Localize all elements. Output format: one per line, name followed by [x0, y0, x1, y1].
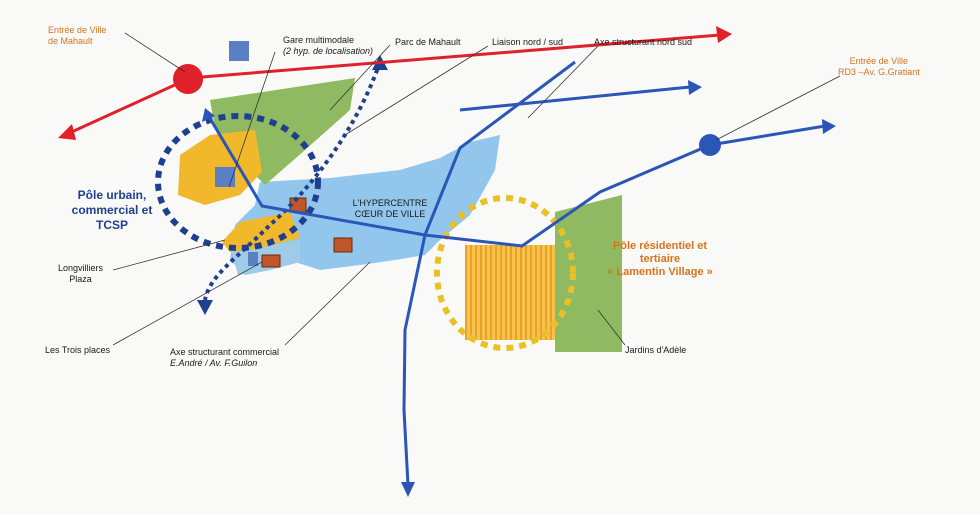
label-pole-urbain-line2: commercial et [71, 203, 153, 217]
hypercentre-zone [230, 135, 500, 275]
leader-parc [329, 44, 391, 111]
blue-axis-arrow-northwest [202, 108, 215, 122]
blue-axis-north-south [402, 60, 576, 486]
label-axe-nord-sud: Axe structurant nord sud [594, 37, 693, 47]
label-gare-line2: (2 hyp. de localisation) [283, 46, 374, 56]
leader-trois-places [112, 261, 263, 346]
label-hypercentre-line1: L'HYPERCENTRE [352, 198, 428, 208]
building-4 [248, 252, 258, 266]
leader-liaison [344, 45, 489, 136]
label-gare: Gare multimodale (2 hyp. de localisation… [283, 35, 373, 57]
label-trois-places: Les Trois places [45, 345, 111, 355]
label-liaison: Liaison nord / sud [492, 37, 564, 47]
blue-axis-branch-arrow [688, 80, 702, 95]
label-parc-mahault: Parc de Mahault [395, 37, 461, 47]
red-axis-arrow-left [58, 124, 76, 140]
building-3 [261, 254, 281, 268]
leader-longvilliers [112, 239, 226, 271]
leader-jardins [597, 309, 626, 346]
blue-axis-branch [459, 85, 691, 112]
leader-lines [112, 32, 841, 346]
blue-axis-arrow-south [401, 482, 415, 497]
label-pole-urbain-line3: TCSP [95, 218, 128, 232]
leader-axe-nord-sud [527, 45, 599, 119]
label-longvilliers-line1: Longvilliers [58, 263, 104, 273]
label-pole-urbain: Pôle urbain, commercial et TCSP [62, 188, 162, 233]
liaison-nord-sud-dotted [203, 61, 382, 301]
leader-gare [228, 51, 276, 188]
leader-entree-rd3 [715, 75, 841, 141]
label-axe-commercial: Axe structurant commercial E.André / Av.… [170, 347, 279, 369]
label-pole-residentiel: Pôle résidentiel et tertiaire « Lamentin… [595, 240, 725, 279]
label-longvilliers-line2: Plaza [69, 274, 92, 284]
lamentin-village-striped-zone [465, 245, 555, 340]
label-entree-rd3-line2: RD3 –Av. G.Gratiant [838, 67, 920, 77]
label-axe-commercial-line1: Axe structurant commercial [170, 347, 280, 357]
leader-axe-comm [284, 261, 371, 346]
label-longvilliers: Longvilliers Plaza [58, 263, 103, 285]
label-hypercentre: L'HYPERCENTRE CŒUR DE VILLE [335, 198, 445, 220]
leader-entree-mahault [124, 32, 186, 73]
jardins-adele-zone [555, 195, 622, 352]
red-axis [64, 33, 721, 137]
label-hypercentre-line2: CŒUR DE VILLE [354, 209, 426, 219]
label-entree-rd3: Entrée de Ville RD3 –Av. G.Gratiant [838, 56, 920, 78]
gare-site-b [215, 167, 235, 187]
gare-site-a [229, 41, 249, 61]
label-entree-mahault-line2: de Mahault [48, 36, 93, 46]
pole-urbain-dotted-ring [155, 113, 321, 251]
label-entree-mahault: Entrée de Ville de Mahault [48, 25, 106, 47]
entree-rd3-node [699, 134, 721, 156]
label-pole-residentiel-line2: tertiaire [639, 253, 681, 265]
liaison-arrow-bottom [197, 300, 213, 315]
label-pole-urbain-line1: Pôle urbain, [77, 188, 147, 202]
label-entree-rd3-line1: Entrée de Ville [849, 56, 909, 66]
label-pole-residentiel-line1: Pôle résidentiel et [612, 240, 708, 252]
label-entree-mahault-line1: Entrée de Ville [48, 25, 107, 35]
blue-axis-arrow-east [822, 119, 836, 134]
building-2 [333, 237, 353, 253]
label-axe-commercial-line2: E.André / Av. F.Guilon [170, 358, 258, 368]
label-gare-line1: Gare multimodale [283, 35, 355, 45]
entree-mahault-node [173, 64, 203, 94]
label-jardins-adele: Jardins d'Adèle [625, 345, 687, 355]
pole-residentiel-dotted-ring [434, 195, 576, 351]
red-axis-arrow-right [716, 26, 732, 43]
label-pole-residentiel-line3: « Lamentin Village » [607, 266, 713, 278]
